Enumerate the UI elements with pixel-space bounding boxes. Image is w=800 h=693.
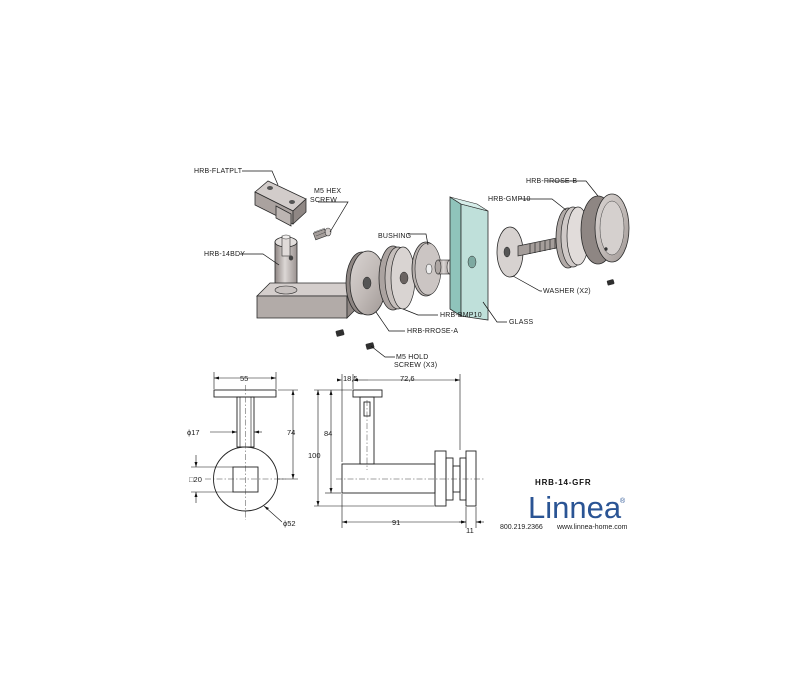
rrose-b-part	[580, 193, 630, 265]
bushing-disc-part	[411, 241, 442, 297]
callout-washer: WASHER (X2)	[543, 288, 591, 295]
callout-hex-screw-line1: M5 HEX	[314, 188, 341, 195]
side-view-drawing: 18,5 72,6 100 84 91 11	[308, 374, 484, 535]
brand-phone: 800.219.2366	[500, 524, 543, 531]
dim-front-stem-dia: ϕ17	[187, 428, 200, 437]
callout-rrose-a: HRB-RROSE-A	[407, 328, 458, 335]
dim-side-length: 91	[392, 518, 400, 527]
title-block: HRB-14-GFR Linnea ® 800.219.2366 www.lin…	[500, 478, 628, 531]
exploded-view: HRB-FLATPLT M5 HEX SCREW HRB-14BDY BUSHI…	[194, 168, 630, 369]
callout-glass: GLASS	[509, 319, 533, 326]
hex-screw-part	[312, 227, 332, 241]
callout-hold-screw-line1: M5 HOLD	[396, 354, 429, 361]
callout-body: HRB-14BDY	[204, 251, 245, 258]
callout-flatplt: HRB-FLATPLT	[194, 168, 243, 175]
rrose-a-part	[345, 250, 387, 316]
callout-hold-screw-line2: SCREW (X3)	[394, 362, 437, 369]
dim-side-height-inner: 84	[324, 429, 332, 438]
hold-screw-parts	[335, 279, 615, 350]
callout-hex-screw-line2: SCREW	[310, 197, 337, 204]
product-code: HRB-14-GFR	[535, 478, 591, 487]
dim-side-top-width: 72,6	[400, 374, 415, 383]
dim-side-height-total: 100	[308, 451, 321, 460]
dim-front-square: □20	[189, 475, 202, 484]
dim-side-thickness: 11	[466, 526, 474, 535]
dim-side-offset: 18,5	[343, 374, 358, 383]
front-view-drawing: 55 74 ϕ17 □20 ϕ52	[187, 372, 298, 528]
dim-front-height: 74	[287, 428, 295, 437]
callout-bushing: BUSHING	[378, 233, 411, 240]
flat-plate-part	[254, 180, 307, 227]
bmp10-part	[378, 245, 416, 311]
glass-panel-part	[449, 196, 489, 321]
dim-front-rose-dia: ϕ52	[283, 519, 296, 528]
brand-website: www.linnea-home.com	[556, 524, 628, 531]
callout-rrose-b: HRB-RROSE-B	[526, 178, 577, 185]
dim-front-width: 55	[240, 374, 248, 383]
callout-gmp10: HRB-GMP10	[488, 196, 531, 203]
callout-bmp10: HRB-BMP10	[440, 312, 482, 319]
body-bar-part	[256, 282, 361, 319]
brand-logo: Linnea	[528, 490, 622, 525]
brand-trademark: ®	[620, 497, 626, 505]
